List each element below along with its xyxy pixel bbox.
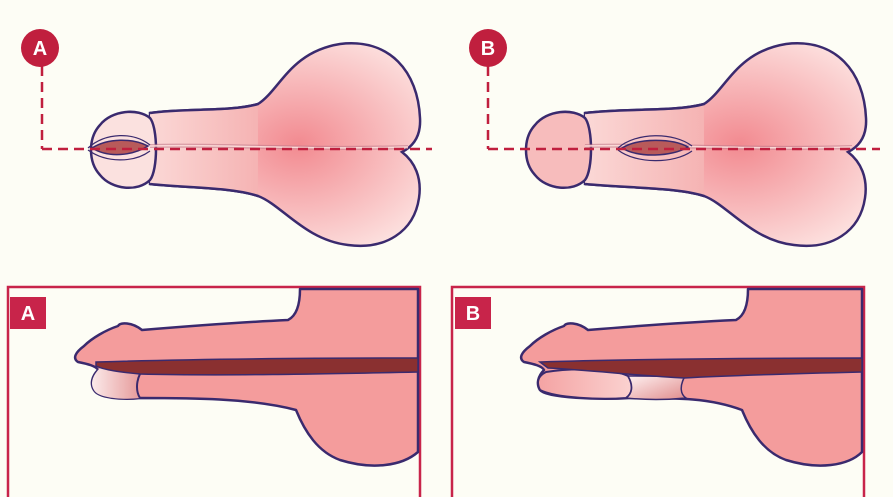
top-b-label: B: [481, 38, 495, 60]
section-b-ventral-opening: [626, 376, 686, 400]
section-view-b: B: [452, 287, 864, 497]
section-b-label: B: [466, 303, 480, 325]
top-view-b: B: [469, 29, 880, 246]
section-a-urethra: [96, 358, 418, 375]
section-a-label: A: [21, 303, 35, 325]
section-view-a: A: [8, 287, 420, 497]
top-a-label: A: [33, 38, 47, 60]
top-view-a: A: [21, 29, 432, 246]
